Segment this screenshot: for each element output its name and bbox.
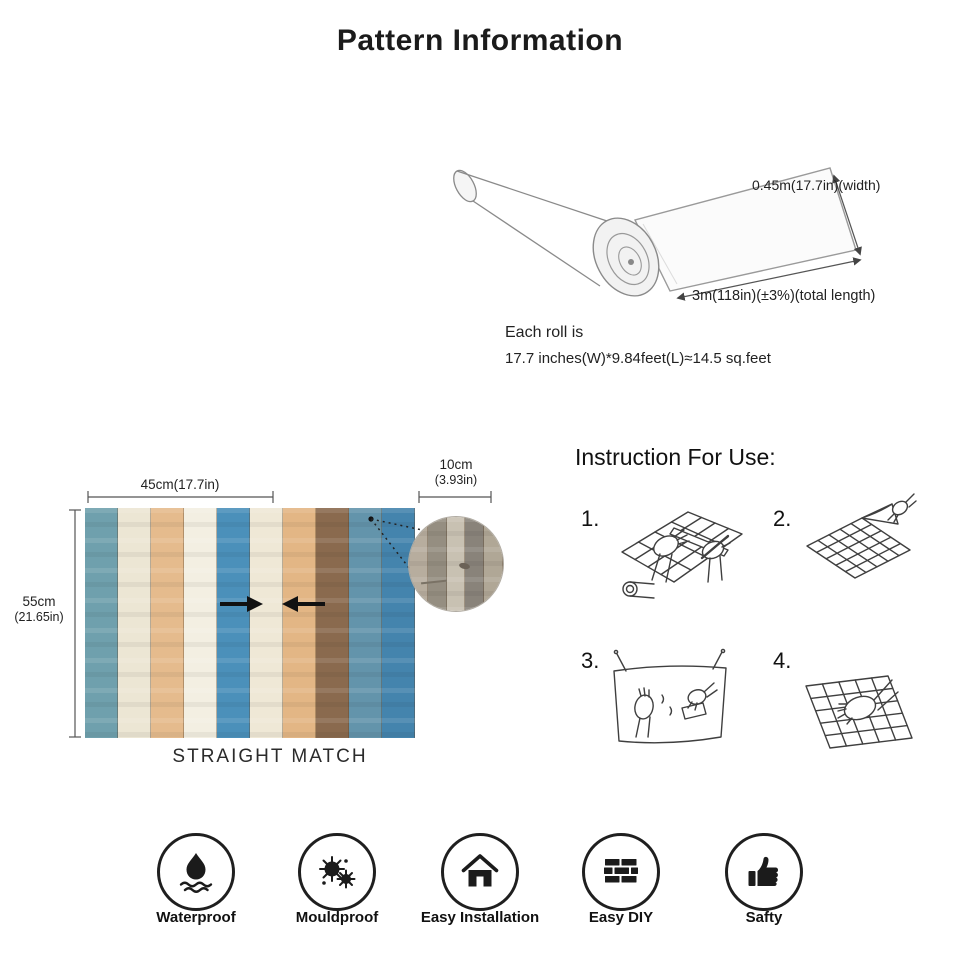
wallpaper-sample-planks xyxy=(85,508,415,738)
waterproof-label: Waterproof xyxy=(156,909,236,926)
waterproof-icon xyxy=(179,853,213,893)
wallpaper-roll-illustration xyxy=(453,167,862,301)
instructions-heading: Instruction For Use: xyxy=(575,444,776,470)
mouldproof-icon xyxy=(319,856,356,889)
easy-diy-badge xyxy=(582,833,660,911)
step-4-number: 4. xyxy=(773,648,792,673)
wood-plank xyxy=(283,508,316,738)
detail-wood-plank xyxy=(484,517,503,611)
safety-label: Safty xyxy=(745,909,783,926)
step-3-number: 3. xyxy=(581,648,600,673)
sample-height-main: 55cm xyxy=(22,594,56,609)
step-1-number: 1. xyxy=(581,506,600,531)
step-2-number: 2. xyxy=(773,506,792,531)
detail-wood-plank xyxy=(465,517,485,611)
easy-installation-label: Easy Installation xyxy=(420,909,540,926)
easy-diy-icon xyxy=(604,859,638,883)
roll-info-line-2: 17.7 inches(W)*9.84feet(L)≈14.5 sq.feet xyxy=(505,350,771,367)
detail-wood-plank xyxy=(409,517,428,611)
easy-diy-label: Easy DIY xyxy=(588,909,654,926)
magnifier-detail-circle xyxy=(408,516,504,612)
detail-width-main: 10cm xyxy=(439,457,473,472)
wood-plank xyxy=(250,508,283,738)
wood-plank xyxy=(118,508,151,738)
wood-plank xyxy=(349,508,382,738)
step-4-illustration-smooth xyxy=(800,652,918,769)
sample-height-label: 55cm (21.65in) xyxy=(6,594,72,625)
roll-width-dimension-label: 0.45m(17.7in)(width) xyxy=(752,177,881,193)
straight-match-label: STRAIGHT MATCH xyxy=(172,746,368,767)
detail-wood-plank xyxy=(446,517,466,611)
detail-width-sub: (3.93in) xyxy=(434,473,478,488)
wood-plank xyxy=(316,508,349,738)
roll-length-dimension-label: 3m(118in)(±3%)(total length) xyxy=(692,288,876,304)
wood-plank xyxy=(217,508,250,738)
wood-plank xyxy=(184,508,217,738)
detail-wood-plank xyxy=(427,517,447,611)
easy-installation-badge xyxy=(441,833,519,911)
step-2-illustration-peel xyxy=(802,488,920,611)
step-1-illustration-cut xyxy=(616,490,746,607)
waterproof-badge xyxy=(157,833,235,911)
mouldproof-badge xyxy=(298,833,376,911)
mouldproof-label: Mouldproof xyxy=(295,909,379,926)
sample-height-sub: (21.65in) xyxy=(14,610,64,625)
roll-info-line-1: Each roll is xyxy=(505,324,584,341)
safety-thumbs-up-icon xyxy=(748,856,779,886)
sample-width-label: 45cm(17.7in) xyxy=(140,477,220,492)
wood-plank xyxy=(151,508,184,738)
step-3-illustration-apply xyxy=(592,645,750,765)
wood-plank xyxy=(85,508,118,738)
safety-badge xyxy=(725,833,803,911)
easy-installation-icon xyxy=(461,854,499,887)
detail-width-label: 10cm (3.93in) xyxy=(413,457,499,488)
page-title: Pattern Information xyxy=(336,24,624,57)
